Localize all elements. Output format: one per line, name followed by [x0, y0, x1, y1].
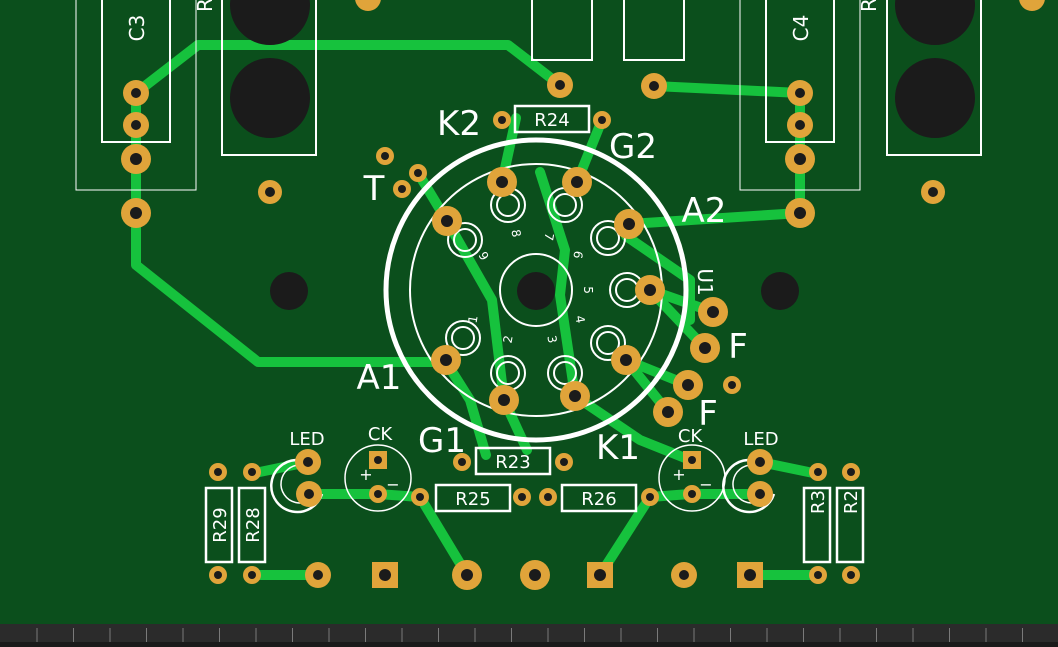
r2-body	[835, 486, 865, 564]
trace-right-led	[645, 489, 765, 502]
label-led-left: LED	[289, 429, 324, 450]
label-r-top-left: R	[193, 0, 217, 12]
trace-a2	[624, 208, 805, 229]
trace-pin6-u	[621, 231, 695, 325]
silkscreen-labels: C3 C4 R R K2 G2 T A2 A1 F F G1 K1 U1 CK …	[125, 0, 881, 543]
label-pin-6: 6	[570, 250, 585, 260]
r23-body	[474, 446, 552, 476]
c3-outline-outer	[75, 0, 197, 191]
label-pin-4: 4	[572, 314, 587, 324]
top-connector-b	[623, 0, 685, 61]
label-pin-7: 7	[541, 232, 556, 242]
c4-outline-outer	[739, 0, 861, 191]
label-r23: R23	[495, 452, 530, 473]
ck-left-outline	[344, 444, 412, 512]
top-connector-a	[531, 0, 593, 61]
pads	[121, 0, 1045, 590]
r24-body	[513, 104, 591, 134]
trace-c4-link	[649, 81, 805, 98]
label-r29: R29	[210, 507, 231, 542]
pad-group-bottom	[209, 449, 860, 590]
pad-group-c3	[121, 80, 151, 228]
pad-group-socket	[431, 167, 665, 415]
mount-hole-right	[761, 272, 799, 310]
r25-body	[434, 483, 512, 513]
label-r2: R2	[841, 490, 862, 514]
pin-ring-1	[445, 320, 481, 356]
socket-center-hole	[517, 272, 555, 310]
label-led-right: LED	[743, 429, 778, 450]
label-f-upper: F	[728, 327, 748, 367]
label-minus-left: −	[386, 475, 399, 494]
label-r3: R3	[808, 490, 829, 514]
label-f-lower: F	[698, 394, 718, 434]
pin-ring-9	[447, 222, 483, 258]
label-minus-right: −	[699, 475, 712, 494]
label-r-top-right: R	[857, 0, 881, 12]
trace-c3-to-a1	[131, 208, 451, 367]
trace-pin3-k1	[570, 391, 695, 465]
label-k2: K2	[437, 104, 481, 144]
led-right-outline	[722, 458, 776, 514]
r29-body	[204, 486, 234, 564]
jack-left-hole	[230, 58, 310, 138]
pad-group-heater	[653, 297, 741, 427]
label-pin-1: 1	[466, 314, 481, 324]
label-ck-left: CK	[368, 424, 394, 445]
label-ck-right: CK	[678, 426, 704, 447]
jack-left-hole-top	[230, 0, 310, 45]
label-t: T	[363, 169, 385, 209]
socket-center-ring	[499, 253, 573, 327]
led-left-outline	[270, 458, 324, 514]
trace-left-led2	[304, 489, 425, 502]
label-r25: R25	[455, 489, 490, 510]
label-r28: R28	[243, 507, 264, 542]
jack-right-outline	[886, 0, 982, 156]
c4-outline-inner	[765, 0, 835, 143]
board-background	[0, 0, 1058, 624]
label-pin-2: 2	[501, 334, 516, 344]
jack-left-outline	[221, 0, 317, 156]
jack-right-hole-top	[895, 0, 975, 45]
label-g1: G1	[418, 421, 466, 461]
label-r26: R26	[581, 489, 616, 510]
mount-hole-left	[270, 272, 308, 310]
jack-right-hole	[895, 58, 975, 138]
label-r24: R24	[534, 110, 569, 131]
c3-outline-inner	[101, 0, 171, 143]
label-plus-left: +	[359, 465, 372, 484]
bottom-ruler	[0, 624, 1058, 642]
pin-ring-4	[590, 325, 626, 361]
label-a1: A1	[357, 358, 402, 398]
r28-body	[237, 486, 267, 564]
label-pin-8: 8	[508, 228, 523, 238]
pad-group-misc	[258, 0, 1045, 204]
trace-pin7-pin3	[535, 167, 580, 401]
label-a2: A2	[682, 191, 727, 231]
pad-group-c4	[785, 80, 815, 228]
label-c4: C4	[789, 15, 813, 42]
label-plus-right: +	[672, 465, 685, 484]
label-pin-5: 5	[581, 286, 595, 294]
trace-pin1-g1	[441, 357, 491, 460]
socket-outer-ring	[383, 137, 689, 443]
mounting-holes	[230, 0, 975, 310]
r3-body	[802, 486, 832, 564]
silkscreen	[75, 0, 982, 564]
label-pin-3: 3	[544, 334, 559, 344]
r26-body	[560, 483, 638, 513]
label-u1: U1	[693, 268, 717, 295]
trace-c3-top-loop	[131, 40, 565, 98]
label-c3: C3	[125, 15, 149, 42]
trace-r25-bottom	[415, 492, 472, 580]
label-g2: G2	[609, 127, 657, 167]
label-k1: K1	[596, 428, 640, 468]
